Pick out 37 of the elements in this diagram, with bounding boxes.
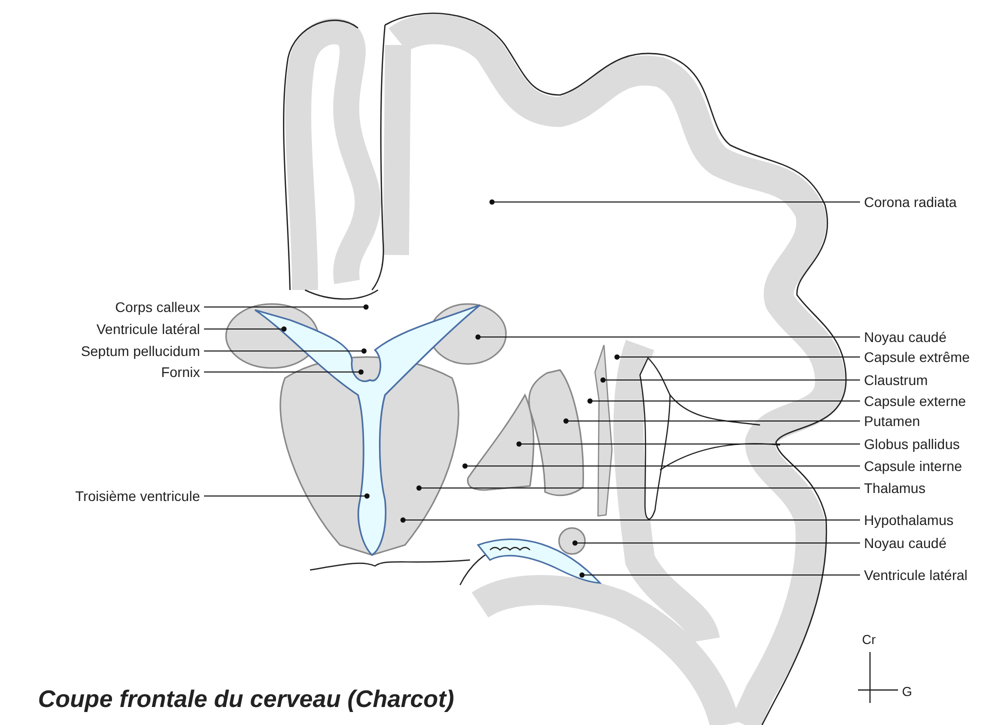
structure-label: Septum pellucidum bbox=[80, 343, 200, 359]
leader-line bbox=[462, 463, 860, 469]
structure-label: Claustrum bbox=[864, 372, 928, 388]
structure-label: Capsule interne bbox=[864, 458, 962, 474]
structure-label: Globus pallidus bbox=[864, 436, 960, 452]
structure-label: Thalamus bbox=[864, 480, 926, 496]
leader-line bbox=[614, 354, 860, 360]
leader-line bbox=[489, 199, 860, 205]
structure-label: Ventricule latéral bbox=[864, 567, 968, 583]
leader-line bbox=[516, 441, 860, 447]
structure-label: Putamen bbox=[864, 413, 920, 429]
structure-label: Noyau caudé bbox=[864, 329, 947, 345]
leader-line bbox=[400, 517, 860, 523]
structure-label: Ventricule latéral bbox=[96, 321, 200, 337]
structure-label: Corona radiata bbox=[864, 194, 957, 210]
structure-label: Noyau caudé bbox=[864, 535, 947, 551]
leader-line bbox=[600, 377, 860, 383]
structure-label: Capsule externe bbox=[864, 393, 966, 409]
leader-line bbox=[204, 369, 364, 375]
leader-line bbox=[587, 398, 860, 404]
leader-line bbox=[416, 485, 860, 491]
structure-label: Corps calleux bbox=[115, 299, 200, 315]
structure-label: Troisième ventricule bbox=[75, 488, 200, 504]
leader-line bbox=[579, 572, 860, 578]
leader-line bbox=[204, 348, 367, 354]
leader-line bbox=[204, 304, 369, 310]
leader-line bbox=[204, 326, 287, 332]
leader-line bbox=[572, 540, 860, 546]
structure-label: Capsule extrême bbox=[864, 349, 970, 365]
leader-line bbox=[475, 334, 860, 340]
leader-line bbox=[563, 418, 860, 424]
structure-label: Fornix bbox=[161, 364, 200, 380]
direction-label: G bbox=[902, 683, 912, 701]
leader-line bbox=[204, 493, 370, 499]
structure-label: Hypothalamus bbox=[864, 512, 954, 528]
title: Coupe frontale du cerveau (Charcot) bbox=[38, 685, 454, 715]
direction-label: Cr bbox=[862, 631, 876, 649]
